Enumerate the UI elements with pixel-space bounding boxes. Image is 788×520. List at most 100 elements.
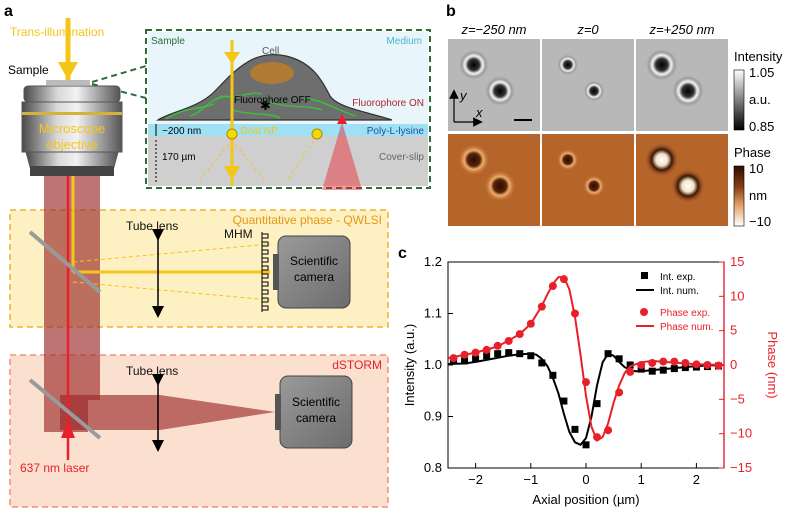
legend-label: Phase num. [660, 322, 713, 333]
axis-y-label: y [459, 88, 468, 103]
phase-min: −10 [749, 214, 771, 229]
data-point [461, 357, 469, 365]
dichroic-mirror-2 [28, 378, 102, 440]
x-tick-label: −2 [468, 472, 483, 487]
legend-marker [640, 308, 648, 316]
phase-colorbar [733, 165, 745, 227]
mhm-label: MHM [224, 227, 253, 241]
sample-label: Sample [8, 63, 49, 77]
data-point [648, 367, 656, 375]
svg-text:✱: ✱ [260, 98, 271, 113]
legend-label: Phase exp. [660, 308, 710, 319]
x-tick-label: −1 [523, 472, 538, 487]
camera-2-line1: Scientific [292, 395, 340, 409]
trans-illumination-label: Trans-illumination [10, 25, 104, 39]
data-point [483, 352, 491, 360]
y-tick-label: 0.8 [424, 460, 442, 475]
panel-a-letter: a [4, 3, 13, 20]
poly-l-lysine-label: Poly-L-lysine [367, 126, 425, 137]
detection-beam [44, 172, 100, 432]
intensity-title: Intensity [734, 49, 783, 64]
inset-cell-label: Cell [262, 46, 279, 57]
x-tick-label: 2 [693, 472, 700, 487]
phase-max: 10 [749, 161, 763, 176]
intensity-unit: a.u. [749, 92, 771, 107]
legend: Int. exp. Int. num. Phase exp. Phase num. [636, 272, 713, 333]
sample-inset: ✱ [145, 29, 431, 190]
intensity-image-1 [448, 39, 540, 131]
data-point [472, 355, 480, 363]
objective-line1: Microscope [39, 121, 105, 136]
laser-arrow [61, 420, 75, 438]
data-point [593, 400, 601, 408]
y-tick-label: 0.9 [424, 409, 442, 424]
laser-label: 637 nm laser [20, 461, 89, 475]
panel-a: a Quantitative phase - QWLSI dSTORM 637 … [4, 3, 431, 508]
intensity-colorbar [733, 69, 745, 131]
y2-tick-label: −5 [730, 391, 745, 406]
camera-1-line2: camera [294, 270, 334, 284]
xy-axes [449, 89, 532, 127]
series-phase-num [447, 276, 725, 442]
axis-x-label: x [475, 105, 483, 120]
x-axis-label: Axial position (µm) [532, 492, 639, 507]
mhm-grating [261, 232, 269, 312]
tube-lens-1-label: Tube lens [126, 219, 178, 233]
intensity-image-2 [542, 39, 634, 131]
y2-axis-label: Phase (nm) [765, 331, 780, 398]
legend-label: Int. exp. [660, 272, 696, 283]
data-point [615, 355, 623, 363]
data-point [659, 366, 667, 374]
sample-slide [46, 80, 90, 85]
intensity-min: 0.85 [749, 119, 774, 134]
inset-sample-label: Sample [151, 36, 185, 47]
phase-image-2 [542, 134, 634, 226]
y-tick-label: 1.0 [424, 357, 442, 372]
data-point [494, 350, 502, 358]
intensity-image-3 [636, 39, 728, 131]
data-point [538, 359, 546, 367]
tube-lens-2-label: Tube lens [126, 364, 178, 378]
panel-c-letter: c [398, 245, 407, 262]
data-point [626, 361, 634, 369]
fluorophore-on-label: Fluorophore ON [352, 98, 424, 109]
y2-tick-label: 5 [730, 323, 737, 338]
y2-tick-label: 10 [730, 288, 744, 303]
panel-b: b z=−250 nm z=0 z=+250 nm y x Intensity … [446, 3, 783, 229]
y-tick-label: 1.2 [424, 254, 442, 269]
y2-tick-label: −10 [730, 426, 752, 441]
phase-image-3 [636, 134, 728, 226]
data-point [505, 349, 513, 357]
series-line [447, 276, 725, 442]
y-axis-label: Intensity (a.u.) [402, 324, 417, 406]
legend-marker [641, 272, 648, 279]
camera-1-line1: Scientific [290, 254, 338, 268]
objective-line2: objective [46, 137, 97, 152]
data-point [560, 397, 568, 405]
cover-slip-label: Cover-slip [379, 152, 424, 163]
data-point [549, 371, 557, 379]
data-point [571, 425, 579, 433]
series-line [447, 352, 725, 447]
series-int-num [447, 352, 725, 447]
data-point [637, 365, 645, 373]
gold-np-label: Gold NP [240, 126, 278, 137]
thickness-170-label: 170 µm [162, 152, 196, 163]
camera-2-line2: camera [296, 411, 336, 425]
x-tick-label: 1 [638, 472, 645, 487]
y-tick-label: 1.1 [424, 306, 442, 321]
data-point [527, 352, 535, 360]
thickness-200-label: ~200 nm [162, 126, 201, 137]
microscope-objective [21, 85, 123, 176]
phase-unit: nm [749, 188, 767, 203]
data-point [582, 441, 590, 449]
z-label-1: z=−250 nm [460, 22, 526, 37]
y2-tick-label: 0 [730, 357, 737, 372]
phase-title: Phase [734, 145, 771, 160]
panel-b-letter: b [446, 3, 456, 20]
series-phase-exp [449, 275, 723, 442]
legend-label: Int. num. [660, 286, 699, 297]
dstorm-title: dSTORM [332, 358, 382, 372]
